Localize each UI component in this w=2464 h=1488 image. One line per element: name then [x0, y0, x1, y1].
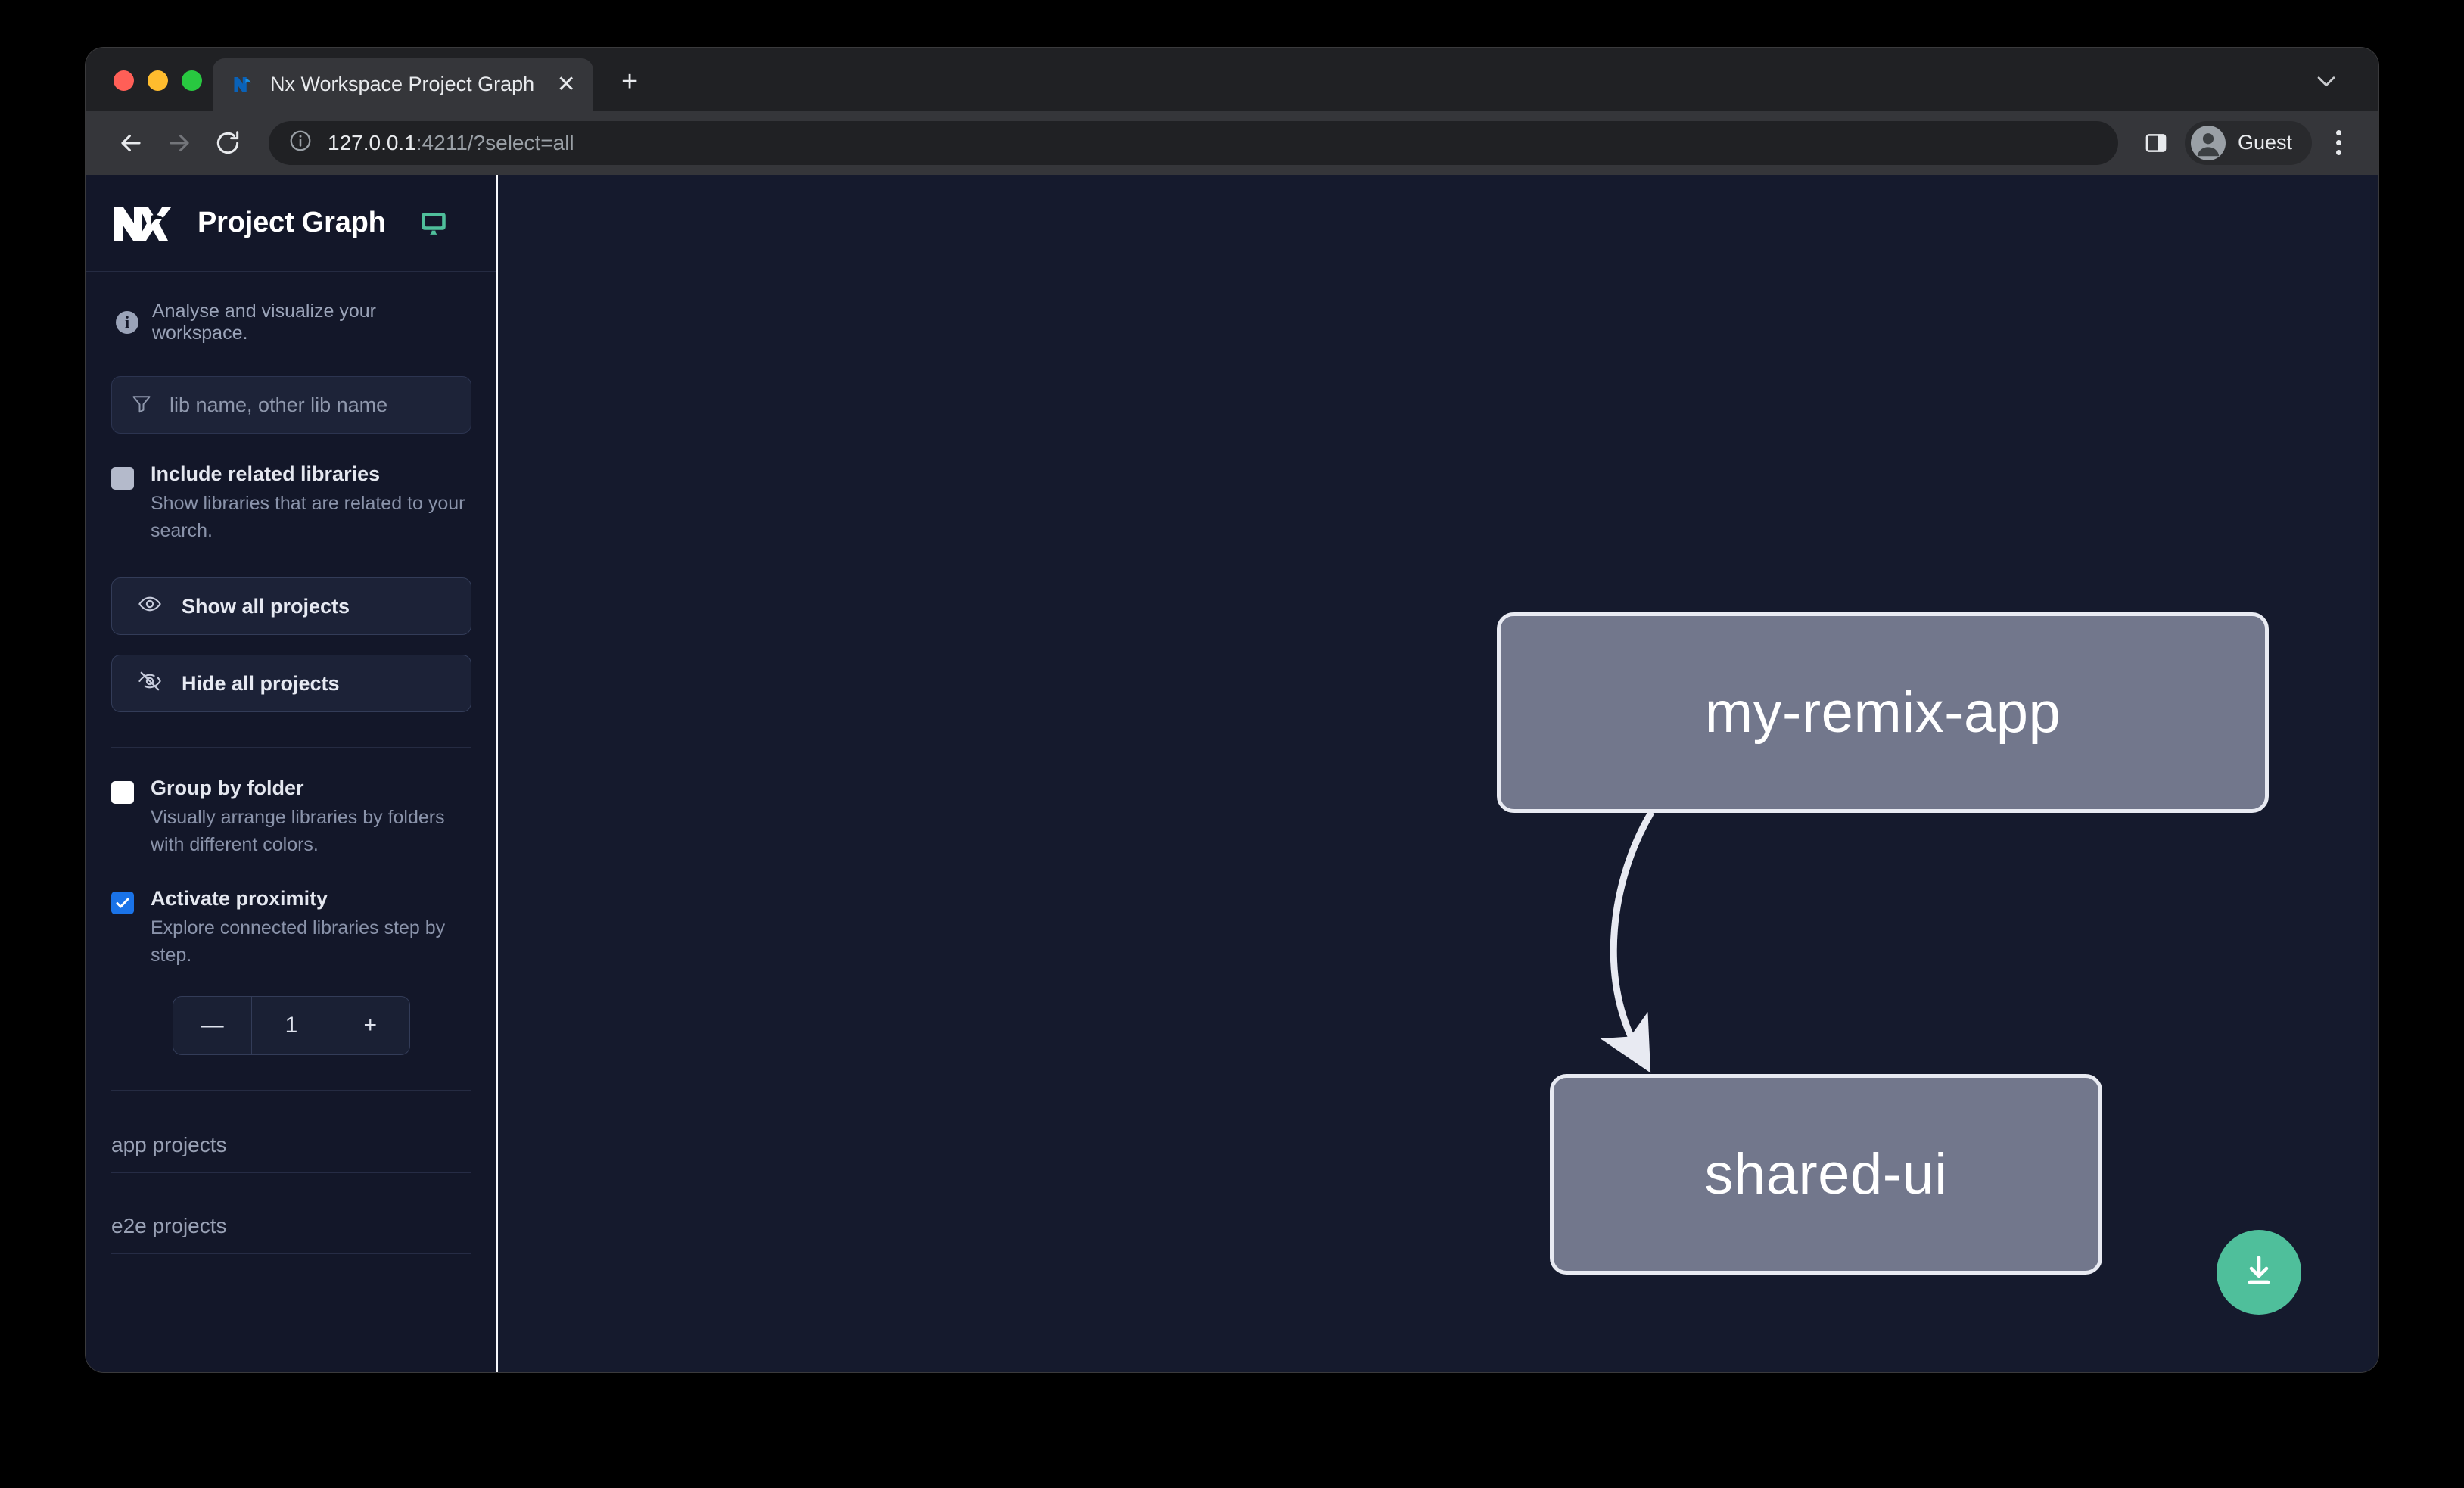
sidebar-header: Project Graph [86, 175, 497, 272]
group-by-folder-option[interactable]: Group by folder Visually arrange librari… [111, 777, 471, 858]
hide-all-projects-label: Hide all projects [182, 671, 340, 695]
page-content: Project Graph i Analyse and visualize yo… [86, 175, 2378, 1372]
eye-icon [138, 592, 162, 621]
sidebar-divider [111, 747, 471, 749]
download-graph-button[interactable] [2217, 1230, 2301, 1315]
new-tab-button[interactable]: + [621, 66, 639, 98]
show-all-projects-button[interactable]: Show all projects [111, 577, 471, 636]
proximity-decrement-button[interactable]: — [201, 1013, 224, 1038]
activate-proximity-checkbox[interactable] [111, 892, 134, 915]
e2e-projects-group[interactable]: e2e projects [111, 1214, 471, 1255]
profile-name: Guest [2237, 131, 2292, 154]
minimize-window-button[interactable] [148, 70, 168, 91]
sidebar-body: i Analyse and visualize your workspace. … [86, 272, 497, 1372]
monitor-icon[interactable] [418, 207, 450, 239]
include-related-libraries-checkbox[interactable] [111, 467, 134, 490]
sidebar: Project Graph i Analyse and visualize yo… [86, 175, 519, 1372]
side-panel-icon[interactable] [2135, 122, 2177, 164]
include-related-libraries-description: Show libraries that are related to your … [151, 493, 465, 541]
sidebar-divider-2 [111, 1090, 471, 1091]
project-graph-canvas[interactable]: my-remix-app shared-ui [498, 175, 2378, 1372]
nx-favicon-icon [232, 73, 255, 96]
include-related-libraries-option[interactable]: Include related libraries Show libraries… [111, 462, 471, 544]
download-icon [2239, 1251, 2279, 1294]
graph-node-my-remix-app[interactable]: my-remix-app [1497, 612, 2269, 813]
browser-tab[interactable]: Nx Workspace Project Graph ✕ [213, 58, 594, 111]
graph-edge-my-remix-app-to-shared-ui [1600, 811, 1654, 1073]
window-traffic-lights [86, 70, 202, 111]
profile-button[interactable]: Guest [2184, 120, 2312, 165]
url-host: 127.0.0.1 [328, 130, 416, 154]
close-window-button[interactable] [114, 70, 134, 91]
e2e-projects-label: e2e projects [111, 1214, 227, 1238]
activate-proximity-label: Activate proximity [151, 887, 328, 911]
search-input[interactable]: lib name, other lib name [111, 376, 471, 434]
arrow-right-icon[interactable] [155, 119, 204, 167]
page-title: Project Graph [198, 207, 386, 238]
filter-funnel-icon [130, 392, 153, 419]
chevron-down-icon[interactable] [2309, 64, 2344, 98]
e2e-projects-underline [111, 1253, 471, 1255]
include-related-libraries-labels: Include related libraries Show libraries… [151, 462, 471, 544]
info-icon: i [116, 311, 138, 334]
app-projects-group[interactable]: app projects [111, 1133, 471, 1174]
tab-title: Nx Workspace Project Graph [270, 73, 535, 95]
group-by-folder-label: Group by folder [151, 777, 304, 800]
reload-icon[interactable] [204, 119, 252, 167]
show-all-projects-label: Show all projects [182, 594, 350, 618]
address-bar-url: 127.0.0.1:4211/?select=all [328, 131, 574, 155]
toolbar-right-cluster: Guest [2135, 120, 2357, 165]
browser-toolbar: 127.0.0.1:4211/?select=all Guest [86, 111, 2378, 175]
proximity-value: 1 [251, 997, 330, 1055]
workspace-hint: i Analyse and visualize your workspace. [111, 272, 471, 344]
include-related-libraries-label: Include related libraries [151, 462, 381, 485]
nx-logo-icon [111, 204, 173, 243]
group-by-folder-checkbox[interactable] [111, 781, 134, 805]
workspace-hint-text: Analyse and visualize your workspace. [152, 300, 376, 344]
maximize-window-button[interactable] [182, 70, 202, 91]
graph-edges [1600, 811, 1654, 1073]
proximity-increment-button[interactable]: + [330, 997, 409, 1055]
group-by-folder-labels: Group by folder Visually arrange librari… [151, 777, 471, 858]
hide-all-projects-button[interactable]: Hide all projects [111, 655, 471, 713]
activate-proximity-description: Explore connected libraries step by step… [151, 917, 446, 966]
tab-strip: Nx Workspace Project Graph ✕ + [86, 48, 2378, 111]
group-by-folder-description: Visually arrange libraries by folders wi… [151, 807, 445, 855]
info-circle-icon[interactable] [288, 129, 313, 157]
search-input-placeholder: lib name, other lib name [170, 393, 388, 416]
eye-off-icon [138, 669, 162, 699]
activate-proximity-option[interactable]: Activate proximity Explore connected lib… [111, 887, 471, 969]
address-bar[interactable]: 127.0.0.1:4211/?select=all [269, 120, 2118, 165]
person-avatar-icon [2190, 125, 2226, 160]
app-projects-underline [111, 1172, 471, 1174]
browser-window: Nx Workspace Project Graph ✕ + [86, 48, 2378, 1372]
close-icon[interactable]: ✕ [556, 71, 576, 97]
arrow-left-icon[interactable] [107, 119, 155, 167]
url-path: :4211/?select=all [415, 130, 574, 154]
kebab-menu-icon[interactable] [2319, 122, 2357, 164]
app-projects-label: app projects [111, 1133, 227, 1157]
proximity-stepper: — 1 + [173, 996, 410, 1056]
graph-node-shared-ui[interactable]: shared-ui [1550, 1074, 2102, 1275]
activate-proximity-labels: Activate proximity Explore connected lib… [151, 887, 471, 969]
